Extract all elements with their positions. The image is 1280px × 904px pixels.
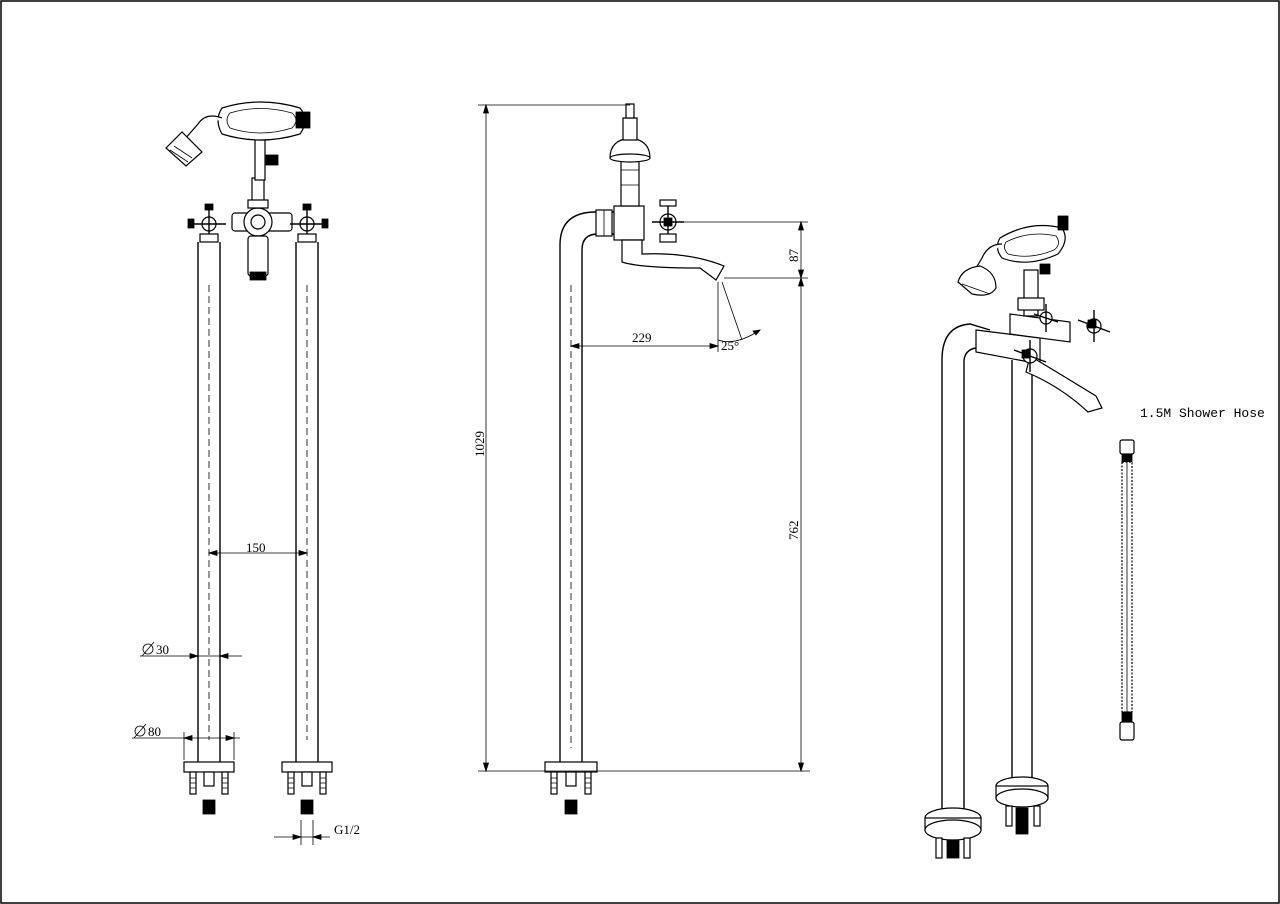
dim-thread: G1/2 xyxy=(334,822,360,837)
hose-label: 1.5M Shower Hose xyxy=(1140,406,1265,421)
front-view: 150 30 80 G1/2 xyxy=(132,101,360,845)
isometric-view xyxy=(924,215,1111,859)
dim-total-height: 1029 xyxy=(472,431,487,457)
dim-pipe-diameter: 30 xyxy=(156,642,169,657)
dim-spout-reach: 229 xyxy=(632,330,652,345)
side-view: 1029 87 762 229 25° xyxy=(472,103,810,815)
dim-spout-height: 762 xyxy=(786,521,801,541)
dim-spout-angle: 25° xyxy=(721,338,739,353)
shower-hose: 1.5M Shower Hose xyxy=(1119,406,1265,741)
dim-spout-drop: 87 xyxy=(786,249,801,263)
dim-base-diameter: 80 xyxy=(148,724,161,739)
dim-pipe-spacing: 150 xyxy=(246,540,266,555)
